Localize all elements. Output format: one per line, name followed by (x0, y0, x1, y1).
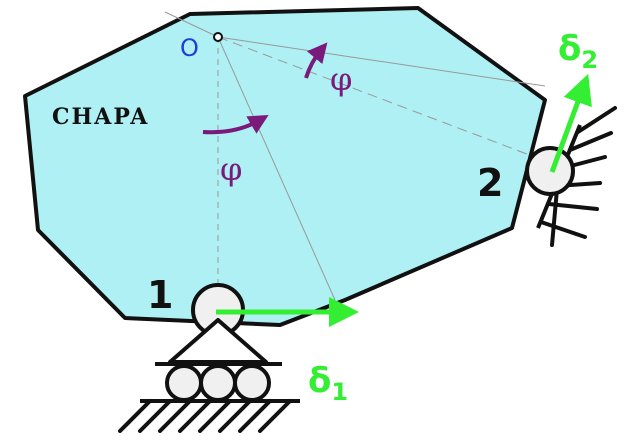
support-1-roller-a (165, 364, 203, 402)
support-1-triangle (168, 318, 268, 364)
rotation-arrow-center (202, 114, 269, 135)
displacement-arrow-2 (549, 73, 592, 173)
support-1-number: 1 (147, 273, 173, 317)
displacement-1-subscript: 1 (331, 378, 348, 406)
support-1-roller-c (233, 364, 271, 402)
rotation-label-center: φ (220, 150, 242, 188)
rotation-arrow-top (304, 42, 328, 79)
rotation-label-top: φ (330, 60, 352, 98)
displacement-2-subscript: 2 (581, 46, 598, 74)
support-2 (525, 106, 617, 247)
displacement-1-symbol: δ (308, 361, 331, 401)
pivot-point (213, 32, 223, 42)
guide-lines (164, 11, 549, 301)
support-2-number: 2 (477, 161, 503, 205)
displacement-2-symbol: δ (558, 29, 581, 69)
plate-label: CHAPA (52, 104, 149, 130)
plate (23, 6, 547, 327)
displacement-label-1: δ1 (308, 361, 348, 406)
guide-line-diagonal (217, 36, 336, 301)
support-1-ground-hatch (118, 399, 292, 433)
guide-line-top (164, 11, 219, 38)
guide-line-to-support-2 (217, 36, 549, 163)
support-1 (118, 283, 300, 433)
pivot-label: O (180, 34, 199, 62)
displacement-label-2: δ2 (558, 29, 598, 74)
guide-line-upper (217, 36, 546, 87)
support-1-roller-b (199, 364, 237, 402)
